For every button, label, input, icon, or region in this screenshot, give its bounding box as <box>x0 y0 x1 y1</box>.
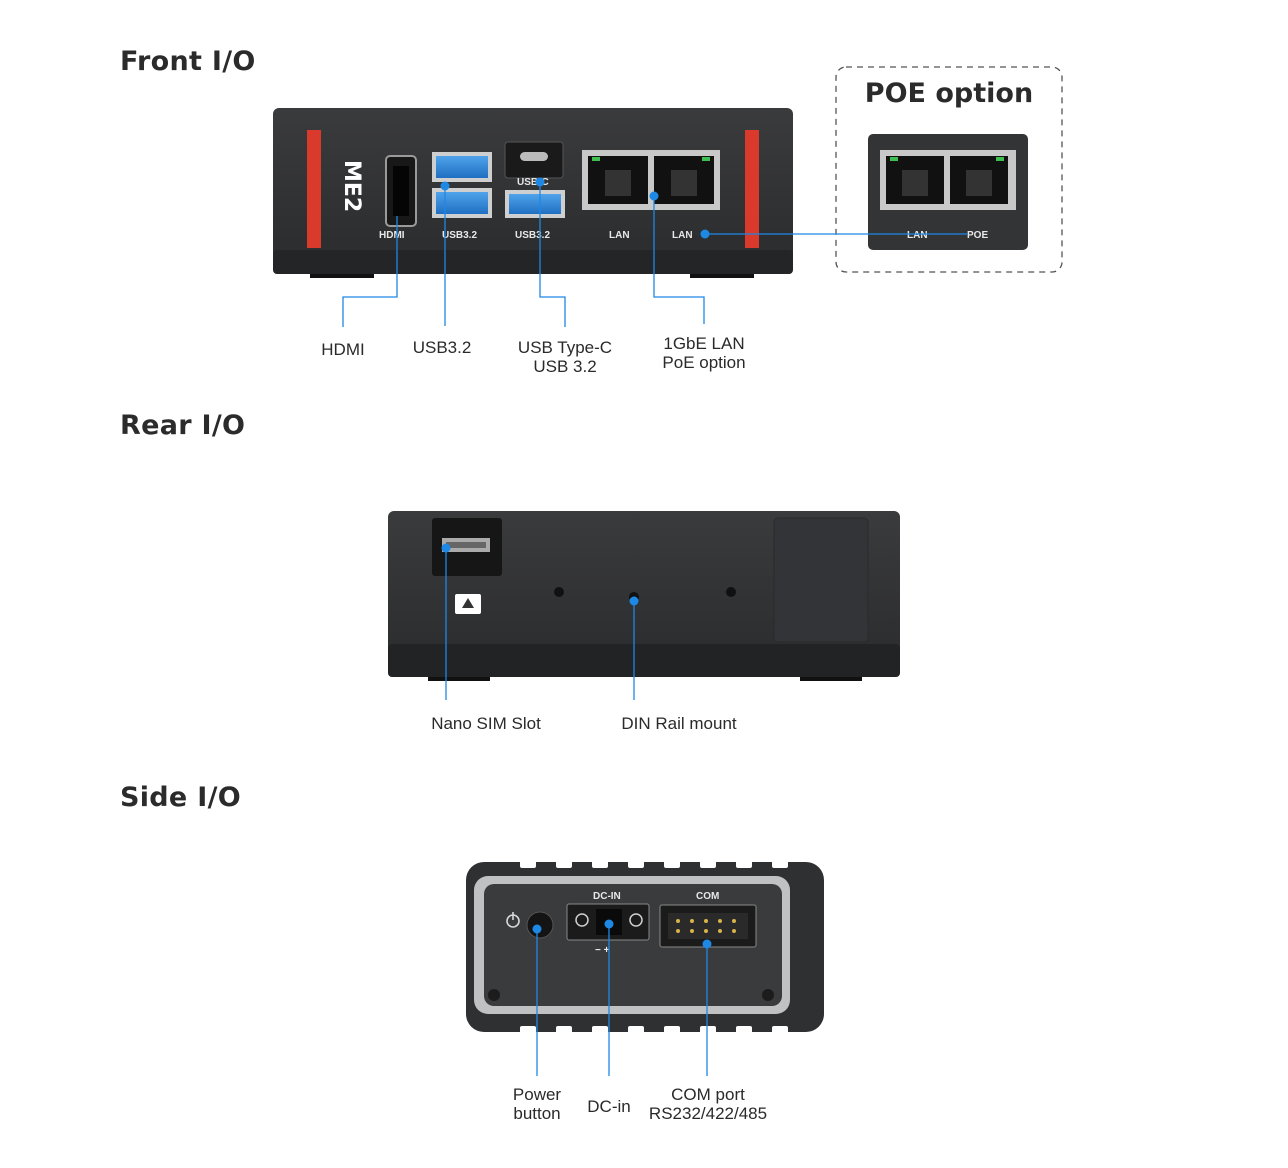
callout-sim: Nano SIM Slot <box>431 714 541 733</box>
rear-io-title: Rear I/O <box>120 410 246 441</box>
lan-ports: LAN LAN <box>582 150 720 241</box>
callout-power-line1: Power <box>512 1085 562 1104</box>
callout-dcin-line1: DC-in <box>587 1097 631 1116</box>
callout-din-line1: DIN Rail mount <box>621 714 737 733</box>
callout-hdmi-line1: HDMI <box>321 340 365 359</box>
callout-com-line2: RS232/422/485 <box>648 1104 768 1123</box>
callout-dcin: DC-in <box>587 1097 630 1116</box>
brand-logo: ME2 <box>339 160 364 212</box>
polarity-label: − + <box>595 945 610 956</box>
leader-hdmi <box>342 216 398 327</box>
hdmi-port: HDMI <box>379 155 417 241</box>
lan-label-1: LAN <box>609 230 630 241</box>
poe-lan-label: LAN <box>907 230 928 241</box>
callout-usb32: USB3.2 <box>413 338 472 357</box>
callout-dots <box>440 177 712 949</box>
poe-option-title: POE option <box>864 78 1034 109</box>
red-stripe-right <box>745 130 759 248</box>
front-device: ME2 HDMI USB3.2 USB-C USB3.2 <box>273 108 793 278</box>
com-port: COM <box>659 891 757 948</box>
callout-hdmi: HDMI <box>321 340 364 359</box>
callout-sim-line1: Nano SIM Slot <box>431 714 541 733</box>
poe-option-box: LAN POE <box>835 66 1063 273</box>
red-stripe-left <box>307 130 321 248</box>
callout-com: COM port RS232/422/485 <box>649 1085 767 1123</box>
callout-power-line2: button <box>513 1104 561 1123</box>
callout-usbc: USB Type-C USB 3.2 <box>518 338 612 376</box>
usb32-label-b: USB3.2 <box>515 230 550 241</box>
callout-lan: 1GbE LAN PoE option <box>662 334 745 372</box>
usb32-label-a: USB3.2 <box>442 230 477 241</box>
usbc-label: USB-C <box>517 177 549 188</box>
rear-device <box>388 511 900 681</box>
callout-lan-line1: 1GbE LAN <box>663 334 745 353</box>
front-io-title: Front I/O <box>120 46 256 77</box>
nano-sim-slot <box>432 518 502 576</box>
com-label: COM <box>696 891 719 902</box>
callout-usbc-line2: USB 3.2 <box>533 357 597 376</box>
usb32-port-stack-a: USB3.2 <box>432 152 492 241</box>
callout-din: DIN Rail mount <box>621 714 736 733</box>
hdmi-label: HDMI <box>379 230 405 241</box>
usbc-usb32-stack: USB-C USB3.2 <box>504 141 565 241</box>
leader-lan <box>653 196 705 324</box>
poe-poe-label: POE <box>967 230 988 241</box>
side-io-title: Side I/O <box>120 782 241 813</box>
callout-lan-line2: PoE option <box>662 353 746 372</box>
side-device: DC-IN − + COM <box>466 856 824 1038</box>
callout-power: Power button <box>513 1085 561 1123</box>
lan-label-2: LAN <box>672 230 693 241</box>
callout-com-line1: COM port <box>671 1085 745 1104</box>
leader-lines <box>342 182 968 1076</box>
leader-usbc <box>539 182 566 327</box>
callout-usbc-line1: USB Type-C <box>517 338 613 357</box>
dcin-label: DC-IN <box>593 891 621 902</box>
callout-usb32-line1: USB3.2 <box>412 338 472 357</box>
